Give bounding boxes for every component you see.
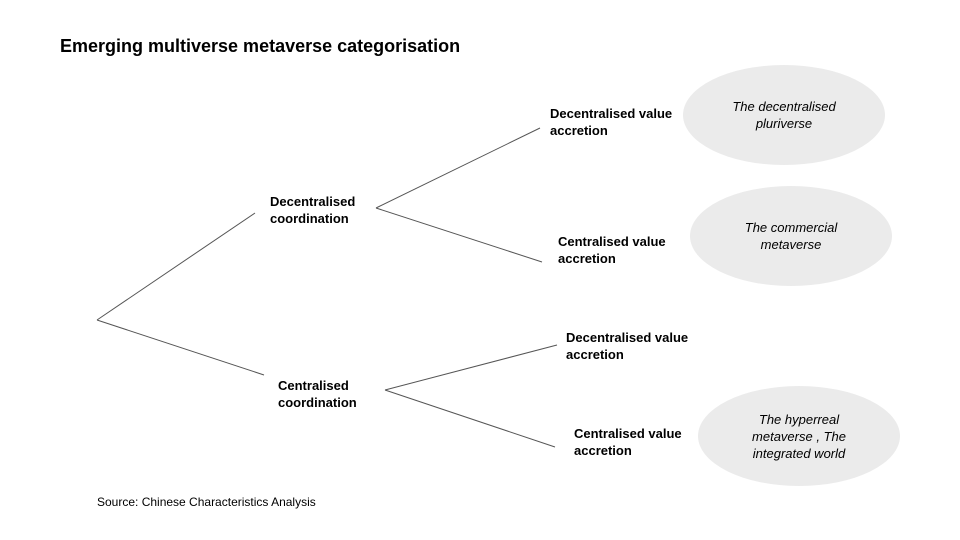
page-title: Emerging multiverse metaverse categorisa… xyxy=(60,36,461,56)
connector-root-to-centralised-coordination xyxy=(96,319,265,376)
connector-dc-to-decentralised-value xyxy=(375,127,541,209)
dc-centralised-value-node: Centralised value accretion xyxy=(558,234,666,266)
connector-cc-to-centralised-value xyxy=(384,389,556,448)
cc-centralised-value-node: Centralised value accretion xyxy=(574,426,682,458)
outcome-hyperreal: The hyperreal metaverse , The integrated… xyxy=(698,386,900,486)
source-note: Source: Chinese Characteristics Analysis xyxy=(97,495,316,509)
outcome-hyperreal-label: The hyperreal metaverse , The integrated… xyxy=(752,411,846,461)
cc-decentralised-value-node: Decentralised value accretion xyxy=(566,330,689,362)
outcome-pluriverse-label: The decentralised pluriverse xyxy=(732,99,836,131)
outcome-pluriverse: The decentralised pluriverse xyxy=(683,65,885,165)
connector-cc-to-decentralised-value xyxy=(384,344,558,391)
connector-dc-to-centralised-value xyxy=(375,207,543,263)
outcome-commercial-label: The commercial metaverse xyxy=(744,220,838,252)
outcome-commercial: The commercial metaverse xyxy=(690,186,892,286)
centralised-coordination-node: Centralised coordination xyxy=(278,378,357,410)
decentralised-coordination-node: Decentralised coordination xyxy=(270,194,356,226)
connector-root-to-decentralised-coordination xyxy=(96,212,256,321)
dc-decentralised-value-node: Decentralised value accretion xyxy=(550,106,673,138)
